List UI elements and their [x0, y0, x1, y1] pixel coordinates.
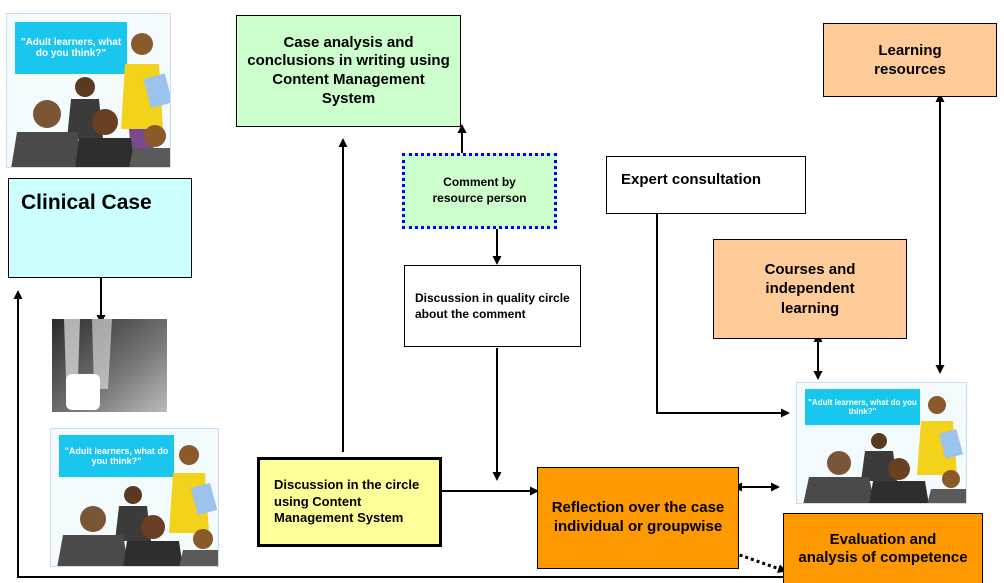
node-discussion-circle: Discussion in the circle using Content M…: [257, 457, 442, 547]
node-discussion-quality: Discussion in quality circle about the c…: [404, 265, 581, 347]
node-learning-resources: Learning resources: [823, 23, 997, 97]
node-reflection: Reflection over the case individual or g…: [537, 467, 739, 569]
node-courses-label: Courses and independent learning: [764, 260, 856, 317]
node-expert: Expert consultation: [606, 156, 806, 214]
xray-image: [52, 319, 167, 412]
node-clinical-case-label: Clinical Case: [21, 191, 152, 214]
adult-learners-illustration-bottom-left: "Adult learners, what do you think?": [50, 428, 219, 567]
speech-bubble: "Adult learners, what do you think?": [15, 22, 127, 74]
node-reflection-label: Reflection over the case individual or g…: [551, 499, 725, 535]
speech-bubble: "Adult learners, what do you think?": [59, 435, 174, 477]
node-learning-resources-label: Learning resources: [874, 41, 946, 79]
node-comment-label: Comment by resource person: [432, 175, 527, 205]
node-discussion-circle-label: Discussion in the circle using Content M…: [274, 476, 420, 526]
node-case-analysis-label: Case analysis and conclusions in writing…: [247, 33, 450, 107]
teacher-and-students-icon: [803, 396, 966, 503]
arrow-expert-clipart: [652, 205, 790, 418]
teacher-and-students-icon: [11, 33, 170, 167]
teacher-and-students-icon: [57, 445, 218, 566]
node-case-analysis: Case analysis and conclusions in writing…: [236, 15, 461, 127]
node-expert-label: Expert consultation: [621, 171, 762, 188]
node-comment: Comment by resource person: [402, 153, 557, 229]
node-evaluation-label: Evaluation and analysis of competence: [798, 530, 968, 566]
node-clinical-case: Clinical Case: [8, 178, 192, 278]
adult-learners-illustration-top: "Adult learners, what do you think?": [6, 13, 171, 168]
xray-icon: [52, 319, 167, 412]
speech-bubble: "Adult learners, what do you think?": [805, 389, 920, 425]
node-discussion-quality-label: Discussion in quality circle about the c…: [415, 290, 570, 321]
node-courses: Courses and independent learning: [713, 239, 907, 339]
node-evaluation: Evaluation and analysis of competence: [783, 513, 983, 583]
arrow-feedback-loop: [13, 290, 785, 578]
adult-learners-illustration-right: "Adult learners, what do you think?": [796, 382, 967, 504]
